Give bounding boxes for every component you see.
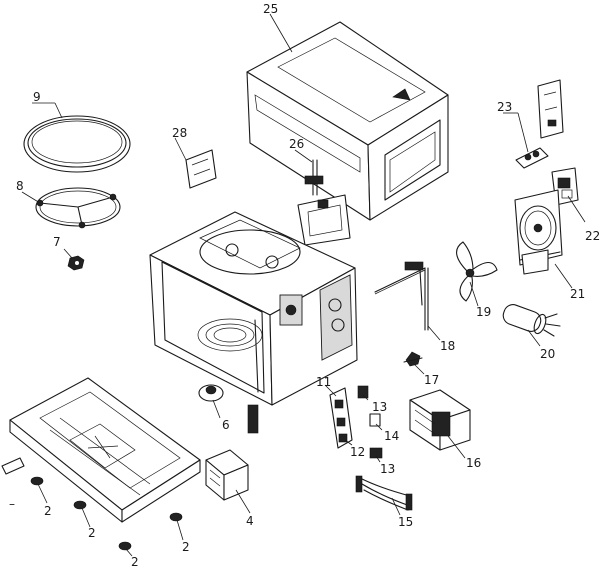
- oven-cavity: [149, 211, 358, 406]
- mica-cover-part-28: [185, 149, 217, 189]
- part-number-labels: 25 9 28 26 23 8 22 7 21 19 18 20 17 11 1…: [9, 2, 600, 569]
- wire-harness-part-15: [355, 475, 413, 511]
- label-11: 11: [316, 375, 331, 389]
- label-2b: 2: [88, 526, 96, 540]
- bracket-part-26: [297, 159, 351, 246]
- label-23: 23: [497, 100, 512, 114]
- label-dash: –: [9, 497, 15, 511]
- label-18: 18: [440, 339, 455, 353]
- label-2d: 2: [131, 555, 139, 569]
- label-28: 28: [172, 126, 187, 140]
- roller-ring-part-8: [35, 187, 121, 229]
- label-16: 16: [466, 456, 481, 470]
- label-6: 6: [222, 418, 230, 432]
- label-13b: 13: [380, 462, 395, 476]
- label-4: 4: [246, 514, 254, 528]
- capacitor-part-20: [502, 304, 561, 337]
- control-board-part-23: [515, 79, 564, 169]
- outer-cabinet-part-25: [246, 21, 449, 221]
- coupler-part-7: [67, 255, 85, 271]
- label-20: 20: [540, 347, 555, 361]
- label-2c: 2: [182, 540, 190, 554]
- label-15: 15: [398, 515, 413, 529]
- turntable-motor-part-6: [198, 384, 259, 434]
- hv-transformer-part-4: [205, 449, 249, 501]
- thermal-probe-part-18: [374, 261, 429, 331]
- label-19: 19: [476, 305, 491, 319]
- fan-shroud-part-21: [514, 189, 563, 275]
- label-7: 7: [53, 235, 61, 249]
- label-25: 25: [263, 2, 278, 16]
- interlock-bracket-part-11: [329, 387, 353, 449]
- label-8: 8: [16, 179, 24, 193]
- micro-switches-part-13-14: [357, 385, 383, 459]
- label-26: 26: [289, 137, 304, 151]
- label-14: 14: [384, 429, 399, 443]
- foot-parts-2: [1, 457, 183, 551]
- label-13a: 13: [372, 400, 387, 414]
- label-2a: 2: [44, 504, 52, 518]
- base-plate: [9, 377, 201, 523]
- fan-blade-part-19: [456, 241, 498, 302]
- label-12: 12: [350, 445, 365, 459]
- glass-turntable-part-9: [23, 115, 131, 173]
- transformer-part-16: [409, 389, 471, 451]
- leader-lines: [21, 13, 586, 557]
- label-17: 17: [424, 373, 439, 387]
- label-21: 21: [570, 287, 585, 301]
- label-22: 22: [585, 229, 600, 243]
- thermostat-part-17: [403, 351, 423, 367]
- label-9: 9: [33, 90, 41, 104]
